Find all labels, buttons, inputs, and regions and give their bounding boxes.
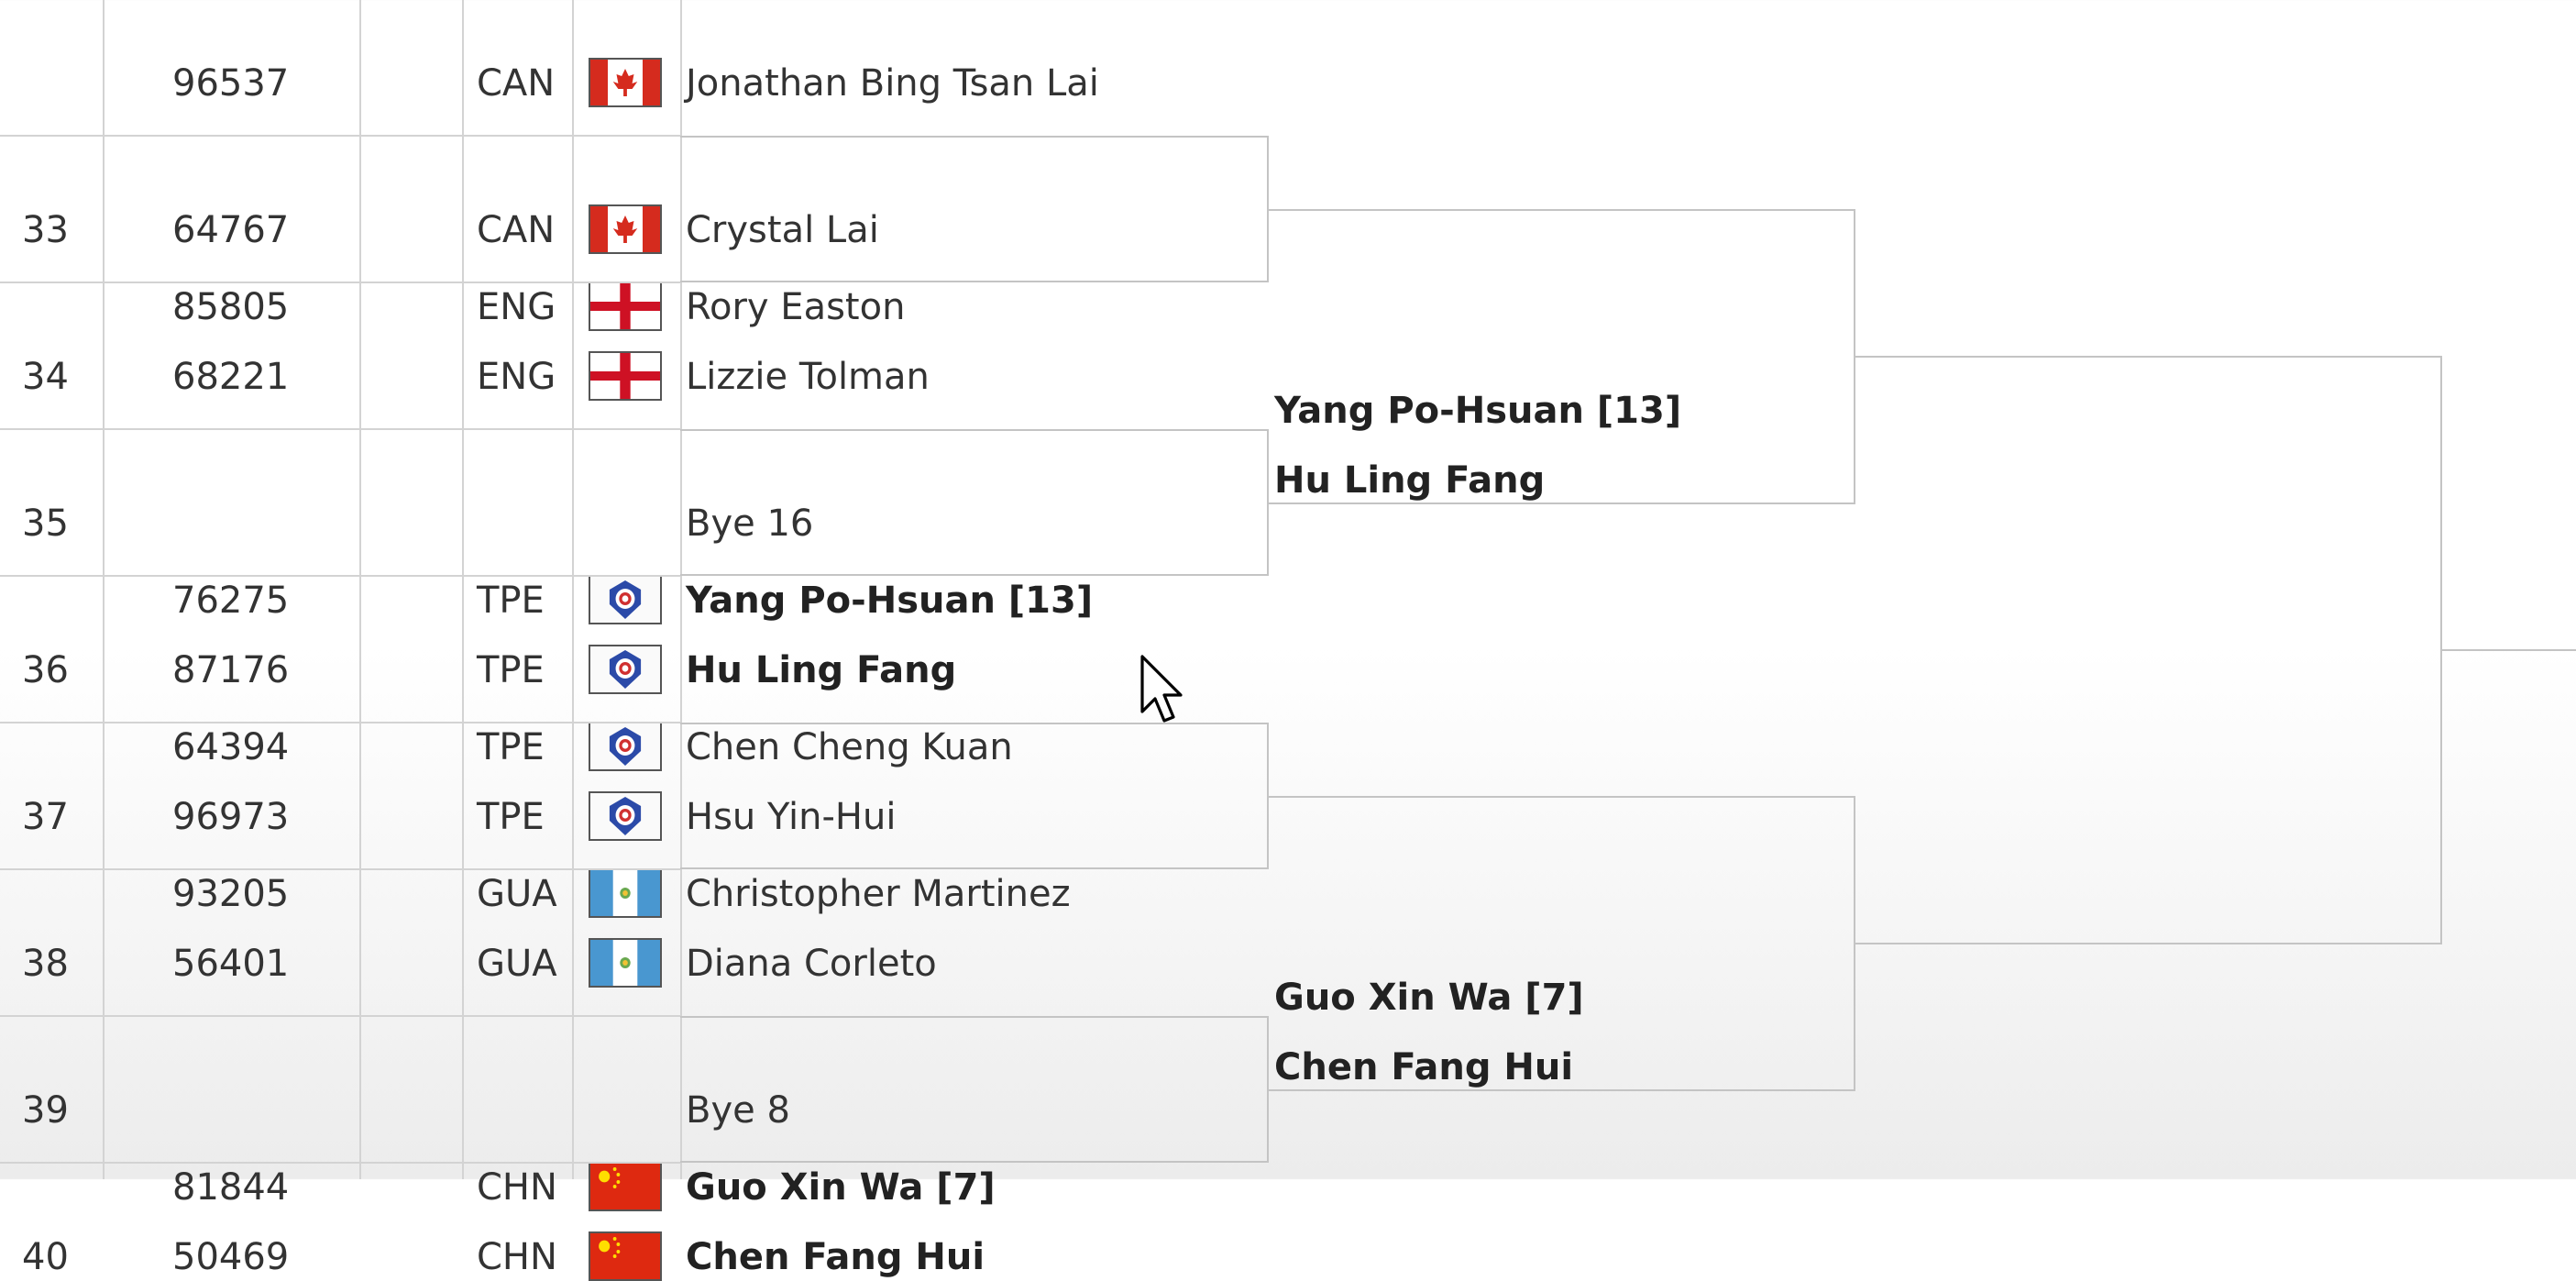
country-code: GUA (477, 873, 557, 915)
bracket-match-box (680, 1016, 1267, 1018)
player-name[interactable]: Rory Easton (686, 286, 906, 328)
player-name[interactable]: Lizzie Tolman (686, 356, 930, 398)
country-code: CHN (477, 1236, 557, 1278)
round2-player-name[interactable]: Chen Fang Hui (1274, 1046, 1574, 1088)
player-id: 85805 (172, 286, 290, 328)
player-id: 50469 (172, 1236, 290, 1278)
row-number: 37 (22, 796, 69, 838)
chinese-taipei-flag-icon (589, 791, 662, 841)
row-number: 36 (22, 649, 69, 691)
row-number: 38 (22, 943, 69, 985)
player-id: 64767 (172, 209, 290, 251)
bracket-connector (1267, 502, 1269, 504)
player-id: 76275 (172, 580, 290, 622)
country-code: GUA (477, 943, 557, 985)
row-number: 40 (22, 1236, 69, 1278)
column-divider (462, 0, 464, 1179)
bracket-round2-box (1267, 1089, 1854, 1091)
chinese-taipei-flag-icon (589, 575, 662, 624)
china-flag-icon (589, 1231, 662, 1281)
bracket-round2-box (1267, 502, 1854, 504)
player-name[interactable]: Jonathan Bing Tsan Lai (686, 62, 1099, 105)
player-id: 68221 (172, 356, 290, 398)
round2-player-name[interactable]: Yang Po-Hsuan [13] (1274, 390, 1682, 432)
country-code: CHN (477, 1166, 557, 1209)
row-divider (0, 428, 680, 430)
canada-flag-icon (589, 204, 662, 254)
column-divider (680, 0, 682, 1179)
country-code: TPE (477, 796, 545, 838)
player-name[interactable]: Yang Po-Hsuan [13] (686, 580, 1094, 622)
bracket-match-box (680, 574, 1267, 576)
bye-label: Bye 8 (686, 1089, 790, 1132)
chinese-taipei-flag-icon (589, 645, 662, 694)
country-code: TPE (477, 649, 545, 691)
mouse-pointer-icon (1139, 653, 1186, 726)
canada-flag-icon (589, 58, 662, 107)
column-divider (359, 0, 361, 1179)
row-number: 39 (22, 1089, 69, 1132)
player-name[interactable]: Guo Xin Wa [7] (686, 1166, 996, 1209)
row-divider (0, 1015, 680, 1017)
player-name[interactable]: Diana Corleto (686, 943, 937, 985)
china-flag-icon (589, 1162, 662, 1211)
round2-player-name[interactable]: Guo Xin Wa [7] (1274, 977, 1584, 1019)
player-name[interactable]: Hu Ling Fang (686, 649, 957, 691)
player-id: 96973 (172, 796, 290, 838)
player-id: 81844 (172, 1166, 290, 1209)
country-code: ENG (477, 286, 556, 328)
bye-label: Bye 16 (686, 502, 814, 545)
country-code: TPE (477, 580, 545, 622)
column-divider (572, 0, 574, 1179)
bracket-match-box (680, 1161, 1267, 1163)
player-name[interactable]: Hsu Yin-Hui (686, 796, 897, 838)
bracket-match-box (680, 867, 1267, 869)
country-code: ENG (477, 356, 556, 398)
bracket-match-box (680, 429, 1267, 431)
player-id: 87176 (172, 649, 290, 691)
player-name[interactable]: Crystal Lai (686, 209, 879, 251)
bracket-round3-box (1854, 943, 2440, 944)
player-id: 64394 (172, 726, 290, 768)
england-flag-icon (589, 282, 662, 331)
bracket-match-box (680, 281, 1267, 282)
row-divider (0, 1162, 680, 1164)
bracket-match-box (680, 723, 1267, 724)
row-divider (0, 282, 680, 283)
bracket-round3-box (1854, 356, 2440, 358)
row-divider (0, 135, 680, 137)
bracket-round2-box (1267, 796, 1854, 798)
player-name[interactable]: Chen Fang Hui (686, 1236, 985, 1278)
player-id: 96537 (172, 62, 290, 105)
round2-player-name[interactable]: Hu Ling Fang (1274, 459, 1546, 502)
row-number: 33 (22, 209, 69, 251)
bracket-round2-box (1267, 209, 1854, 211)
bracket-next-line (2440, 649, 2576, 651)
country-code: TPE (477, 726, 545, 768)
column-divider (103, 0, 105, 1179)
row-divider (0, 575, 680, 577)
england-flag-icon (589, 351, 662, 401)
player-name[interactable]: Christopher Martinez (686, 873, 1071, 915)
player-id: 93205 (172, 873, 290, 915)
bracket-match-box (680, 136, 1267, 138)
chinese-taipei-flag-icon (589, 722, 662, 771)
guatemala-flag-icon (589, 868, 662, 918)
row-divider (0, 868, 680, 870)
guatemala-flag-icon (589, 938, 662, 988)
player-name[interactable]: Chen Cheng Kuan (686, 726, 1013, 768)
country-code: CAN (477, 209, 556, 251)
player-id: 56401 (172, 943, 290, 985)
row-number: 34 (22, 356, 69, 398)
row-divider (0, 722, 680, 723)
country-code: CAN (477, 62, 556, 105)
row-number: 35 (22, 502, 69, 545)
